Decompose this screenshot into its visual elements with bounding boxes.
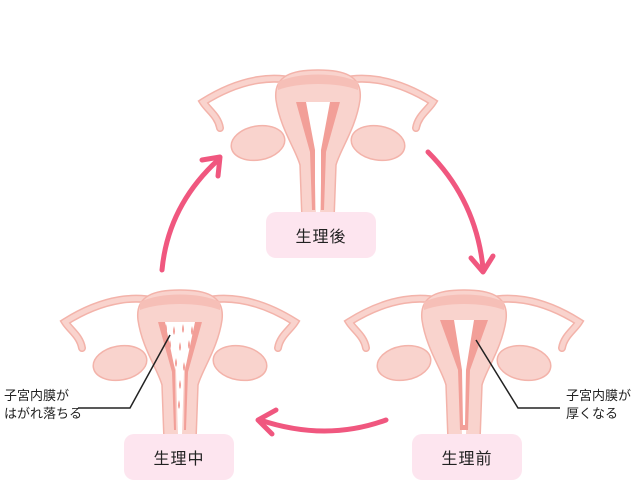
callout-shed: 子宮内膜が はがれ落ちる <box>4 388 82 424</box>
callout-thick-line1: 子宮内膜が <box>566 389 632 404</box>
callout-shed-line1: 子宮内膜が <box>4 389 70 404</box>
cycle-arrow-before-to-during <box>255 407 389 437</box>
shedding-drops <box>165 324 193 409</box>
stage-label-after: 生理後 <box>266 212 376 258</box>
stage-label-before: 生理前 <box>412 434 522 480</box>
callout-shed-line2: はがれ落ちる <box>4 407 83 422</box>
callout-thick: 子宮内膜が 厚くなる <box>566 388 631 424</box>
cycle-arrow-after-to-before <box>425 149 496 275</box>
cycle-arrow-during-to-after <box>159 154 223 273</box>
callout-line-shed <box>78 334 171 409</box>
callout-line-thick <box>475 339 560 409</box>
uterus-during-menstruation <box>65 290 295 446</box>
callout-thick-line2: 厚くなる <box>566 407 619 422</box>
stage-label-during: 生理中 <box>124 434 234 480</box>
uterus-before-menstruation <box>349 290 579 446</box>
uterus-after-menstruation <box>203 70 433 226</box>
